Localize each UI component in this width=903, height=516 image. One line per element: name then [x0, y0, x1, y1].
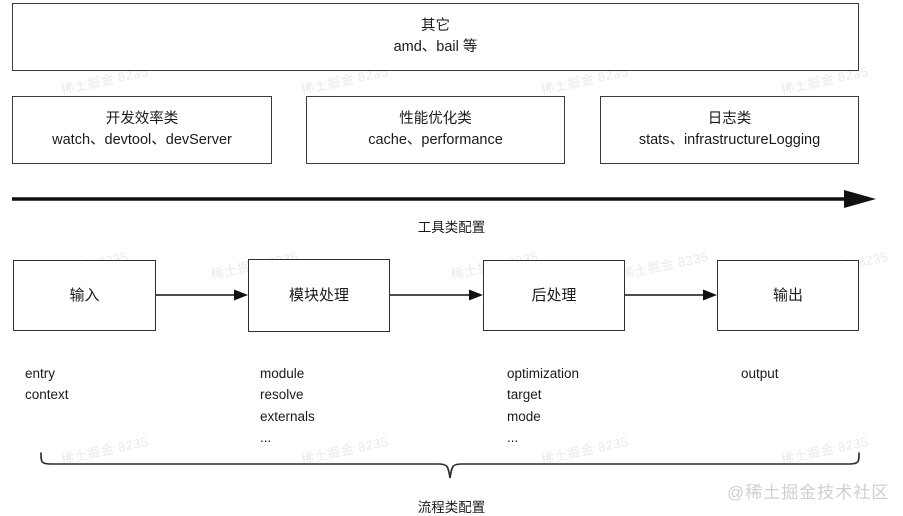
process-config-brace	[33, 448, 868, 486]
tool-config-arrow-label: 工具类配置	[417, 220, 486, 235]
config-option: resolve	[260, 387, 304, 403]
category-title: 开发效率类	[105, 110, 179, 127]
arrow-icon	[390, 289, 483, 301]
flow-box-output: 输出	[717, 260, 859, 331]
connector-input-to-module	[156, 288, 250, 302]
flow-box-post-processing: 后处理	[483, 260, 625, 331]
config-option: optimization	[507, 366, 580, 381]
config-list-input: entry context	[25, 363, 69, 406]
other-config-title: 其它	[421, 17, 450, 34]
config-option: mode	[507, 408, 541, 424]
config-option: output	[741, 366, 779, 381]
arrow-icon	[625, 289, 717, 301]
config-option: target	[507, 387, 542, 403]
category-box-performance: 性能优化类 cache、performance	[306, 96, 565, 164]
process-config-label: 流程类配置	[417, 500, 486, 515]
category-title: 性能优化类	[399, 110, 472, 127]
connector-module-to-post	[390, 288, 485, 302]
tool-config-arrow	[10, 188, 880, 210]
arrow-icon	[12, 190, 876, 208]
flow-box-title: 后处理	[531, 286, 577, 304]
config-list-output: output	[741, 363, 779, 384]
config-option: externals	[260, 408, 315, 424]
other-config-box: 其它 amd、bail 等	[12, 3, 859, 71]
config-list-post: optimization target mode ...	[507, 363, 579, 448]
category-items: watch、devtool、devServer	[52, 132, 232, 148]
category-box-dev-efficiency: 开发效率类 watch、devtool、devServer	[12, 96, 272, 164]
other-config-items: amd、bail 等	[393, 39, 478, 55]
curly-brace-icon	[40, 452, 860, 479]
config-option: module	[260, 366, 305, 381]
flow-box-title: 模块处理	[288, 286, 349, 304]
category-items: stats、infrastructureLogging	[638, 132, 821, 148]
category-box-logging: 日志类 stats、infrastructureLogging	[600, 96, 859, 164]
watermark-tile: 稀土掘金 8235	[619, 248, 710, 283]
flow-box-module-processing: 模块处理	[248, 259, 390, 332]
flow-box-title: 输出	[772, 286, 803, 304]
config-option: ...	[260, 429, 272, 445]
category-items: cache、performance	[368, 132, 503, 148]
flow-box-input: 输入	[13, 260, 156, 331]
category-title: 日志类	[707, 110, 752, 127]
arrow-icon	[156, 289, 248, 301]
config-list-module: module resolve externals ...	[260, 363, 315, 448]
config-option: ...	[507, 429, 519, 445]
config-option: entry	[25, 366, 56, 381]
connector-post-to-output	[625, 288, 719, 302]
config-option: context	[25, 387, 69, 403]
flow-box-title: 输入	[69, 286, 100, 304]
